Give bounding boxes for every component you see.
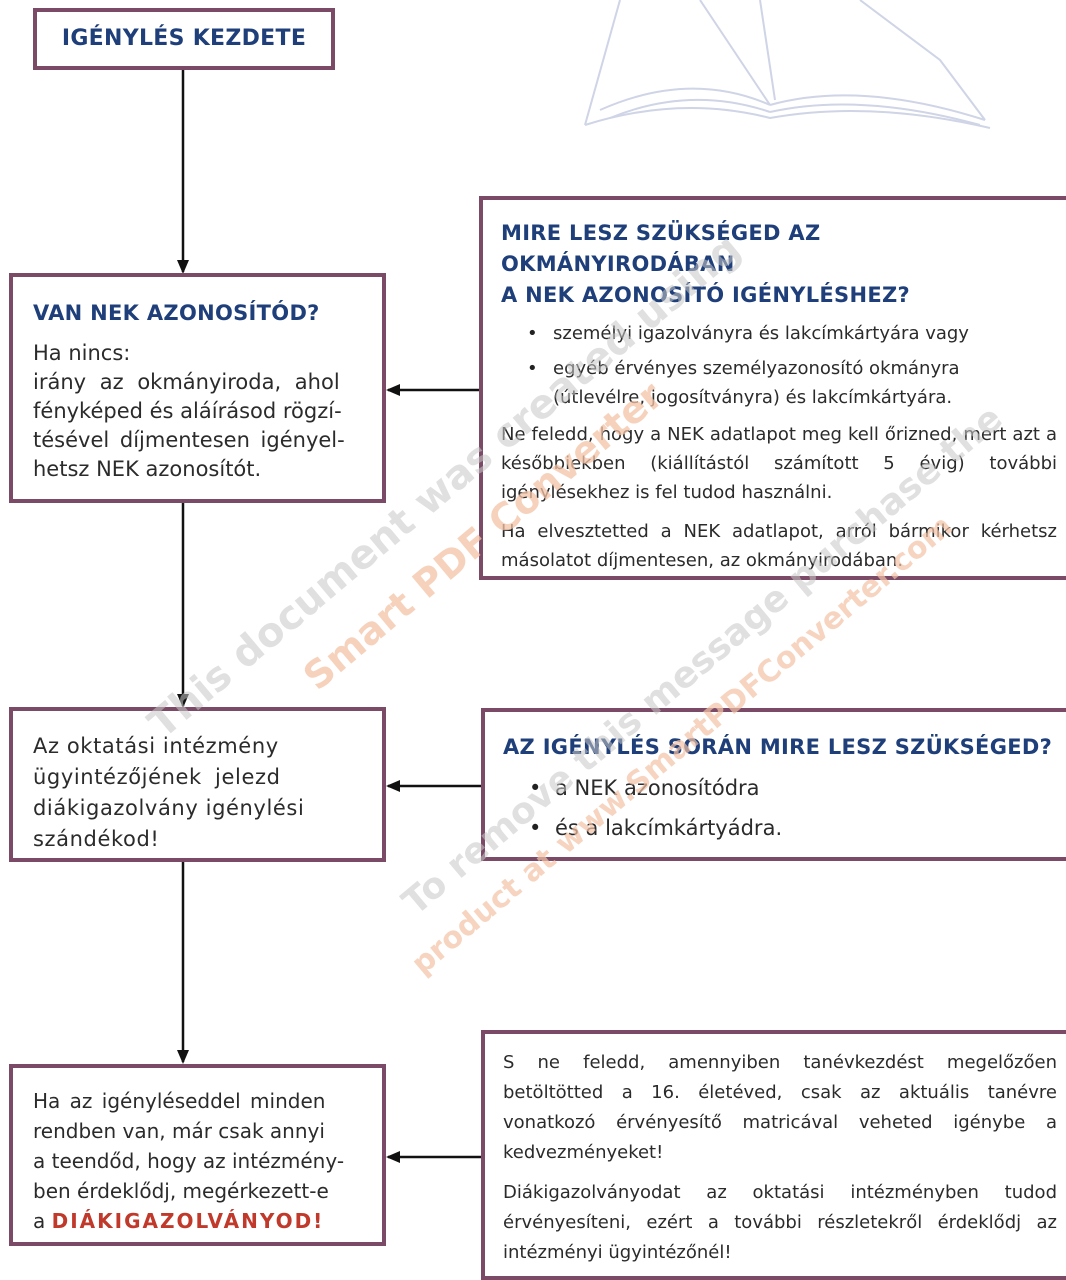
step2-line1: Az oktatási intézmény (33, 734, 279, 758)
info1-bullet-1: személyi igazolványra és lakcímkártyára … (501, 319, 1057, 348)
step1-line2: irány az okmányiroda, ahol (33, 370, 340, 394)
step2-line2: ügyintézőjének jelezd (33, 765, 281, 789)
info2-bullet-2: és a lakcímkártyádra. (503, 808, 1057, 848)
info2-box: AZ IGÉNYLÉS SORÁN MIRE LESZ SZÜKSÉGED? a… (481, 708, 1066, 861)
step3-line1: Ha az igényléseddel minden (33, 1089, 326, 1113)
step3-line5: a DIÁKIGAZOLVÁNYOD! (33, 1206, 362, 1236)
step2-line3: diákigazolvány igénylési (33, 796, 305, 820)
info1-paragraph-2: Ha elvesztetted a NEK adatlapot, arról b… (501, 521, 1057, 571)
step3-line4: ben érdeklődj, megérkezett-e (33, 1179, 329, 1203)
info1-bullet-2: egyéb érvényes személyazonosító okmányra… (501, 354, 1057, 412)
info1-paragraph-1: Ne feledd, hogy a NEK adatlapot meg kell… (501, 424, 1057, 503)
info3-paragraph-2: Diákigazolványodat az oktatási intézmény… (503, 1182, 1057, 1263)
info3-box: S ne feledd, amennyiben tanévkezdést meg… (481, 1030, 1066, 1280)
step3-emphasis: DIÁKIGAZOLVÁNYOD! (51, 1209, 325, 1233)
info1-bullet-list: személyi igazolványra és lakcímkártyára … (501, 319, 1057, 412)
step1-line5: hetsz NEK azonosítót. (33, 457, 262, 481)
step3-line2: rendben van, már csak annyi (33, 1119, 325, 1143)
info1-title-line2: A NEK AZONOSÍTÓ IGÉNYLÉSHEZ? (501, 283, 911, 307)
info2-title: AZ IGÉNYLÉS SORÁN MIRE LESZ SZÜKSÉGED? (503, 735, 1053, 759)
step2-box: Az oktatási intézmény ügyintézőjének jel… (9, 707, 386, 862)
step3-box: Ha az igényléseddel minden rendben van, … (9, 1064, 386, 1246)
step1-box: VAN NEK AZONOSÍTÓD? Ha nincs: irány az o… (9, 273, 386, 503)
step1-line1: Ha nincs: (33, 341, 131, 365)
info3-paragraph-1: S ne feledd, amennyiben tanévkezdést meg… (503, 1052, 1057, 1163)
step1-title: VAN NEK AZONOSÍTÓD? (33, 301, 320, 325)
start-title: IGÉNYLÉS KEZDETE (61, 26, 307, 51)
book-logo (584, 0, 991, 129)
start-box: IGÉNYLÉS KEZDETE (33, 8, 335, 70)
info2-bullet-1: a NEK azonosítódra (503, 768, 1057, 808)
step3-line3: a teendőd, hogy az intézmény- (33, 1149, 345, 1173)
step1-line3: fényképed és aláírásod rögzí- (33, 399, 342, 423)
info1-box: MIRE LESZ SZÜKSÉGED AZ OKMÁNYIRODÁBAN A … (479, 196, 1066, 580)
info2-bullet-list: a NEK azonosítódra és a lakcímkártyádra. (503, 768, 1057, 848)
step1-line4: tésével díjmentesen igényel- (33, 428, 345, 452)
step3-line5-prefix: a (33, 1209, 52, 1233)
info1-title-line1: MIRE LESZ SZÜKSÉGED AZ OKMÁNYIRODÁBAN (501, 221, 821, 276)
step2-line4: szándékod! (33, 827, 160, 851)
